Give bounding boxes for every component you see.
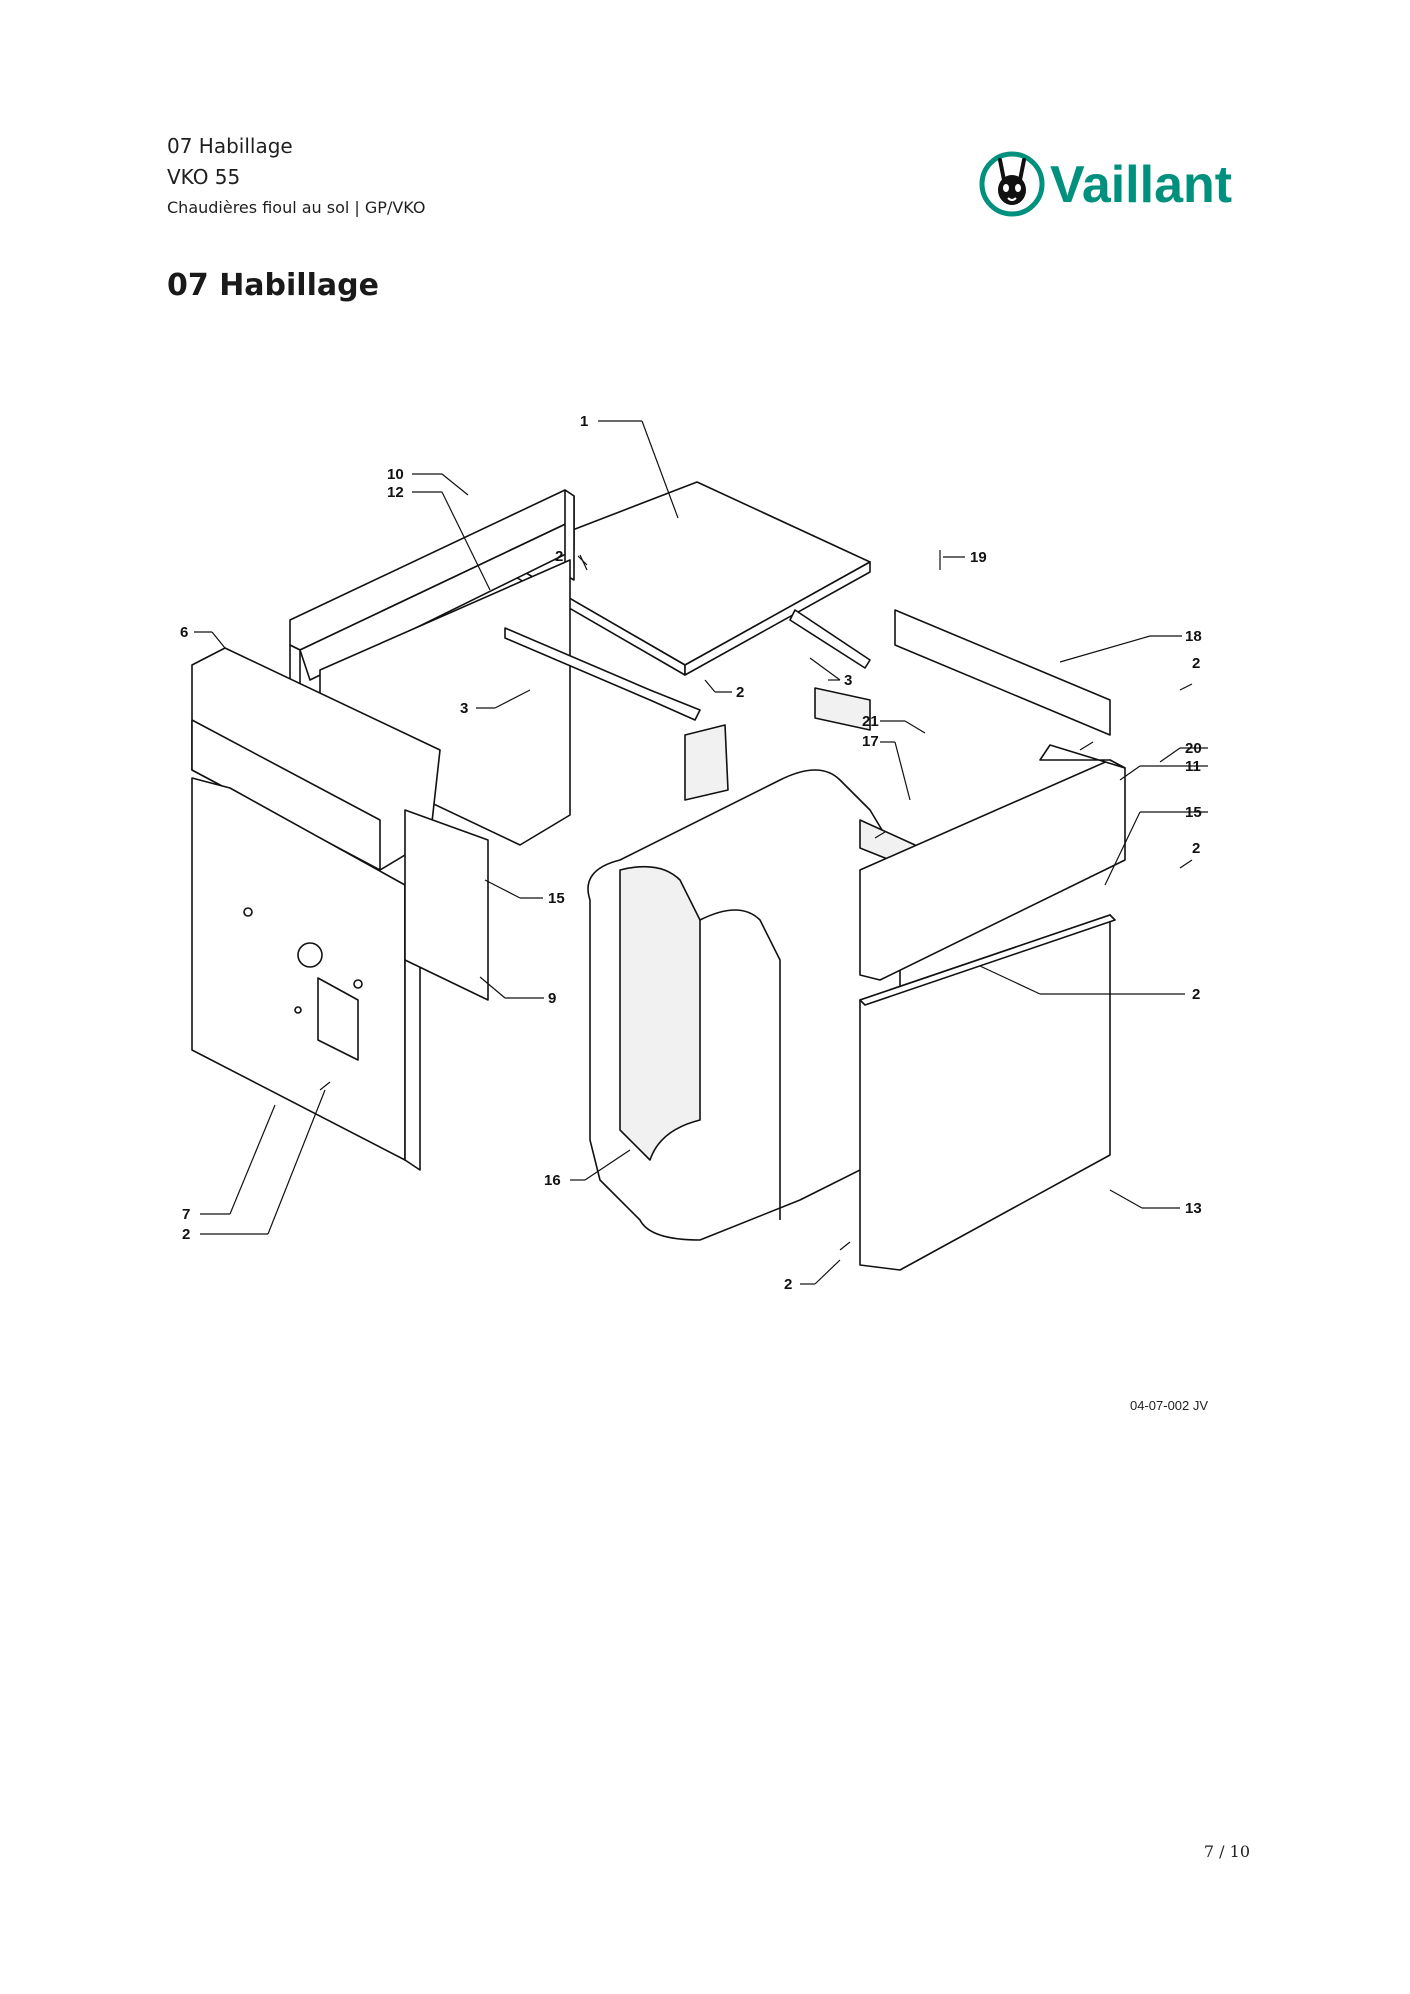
label-3-right: 3 <box>844 672 852 689</box>
label-2-right: 2 <box>1192 840 1200 857</box>
label-9: 9 <box>548 990 556 1007</box>
label-3: 3 <box>460 700 468 717</box>
label-17: 17 <box>862 733 879 750</box>
page-title: 07 Habillage <box>167 268 379 303</box>
cross-bar-left <box>504 627 701 721</box>
header-model: VKO 55 <box>167 165 241 189</box>
label-2-panel: 2 <box>1192 986 1200 1003</box>
label-12: 12 <box>387 484 404 501</box>
left-side-panel-part <box>404 809 489 1001</box>
label-10: 10 <box>387 466 404 483</box>
page-number: 7 / 10 <box>1203 1842 1250 1861</box>
label-11: 11 <box>1185 758 1201 775</box>
label-13: 13 <box>1185 1200 1202 1217</box>
label-18: 18 <box>1185 628 1202 645</box>
label-2-bottom: 2 <box>784 1276 792 1293</box>
header-category: Chaudières fioul au sol | GP/VKO <box>167 198 426 217</box>
right-rail-part <box>894 609 1111 736</box>
vaillant-logo: Vaillant <box>978 146 1250 222</box>
label-15-right: 15 <box>1185 804 1202 821</box>
label-16: 16 <box>544 1172 561 1189</box>
leader-lines <box>194 420 1208 1285</box>
label-19: 19 <box>970 549 987 566</box>
label-2-rail: 2 <box>1192 655 1200 672</box>
insulation-shell-part <box>587 769 901 1241</box>
right-top-cap-part <box>859 744 1126 981</box>
label-7: 7 <box>182 1206 190 1223</box>
label-6: 6 <box>180 624 188 641</box>
part-labels: 1 10 12 2 6 3 3 2 19 18 2 21 17 20 11 15… <box>180 413 1202 1293</box>
label-20: 20 <box>1185 740 1202 757</box>
screw-parts <box>319 550 1193 1251</box>
drawing-reference: 04-07-002 JV <box>1130 1398 1209 1413</box>
document-header: 07 Habillage VKO 55 Chaudières fioul au … <box>167 132 426 219</box>
label-2: 2 <box>555 548 563 565</box>
label-2-left: 2 <box>182 1226 190 1243</box>
svg-text:Vaillant: Vaillant <box>1050 156 1232 214</box>
right-front-panel-part <box>859 914 1116 1271</box>
label-2-bar: 2 <box>736 684 744 701</box>
header-section: 07 Habillage <box>167 134 293 158</box>
label-1: 1 <box>580 413 588 430</box>
cross-bar-right <box>789 609 871 669</box>
exploded-parts-diagram: 1 10 12 2 6 3 3 2 19 18 2 21 17 20 11 15… <box>180 400 1240 1340</box>
label-21: 21 <box>862 713 879 730</box>
label-15-left: 15 <box>548 890 565 907</box>
